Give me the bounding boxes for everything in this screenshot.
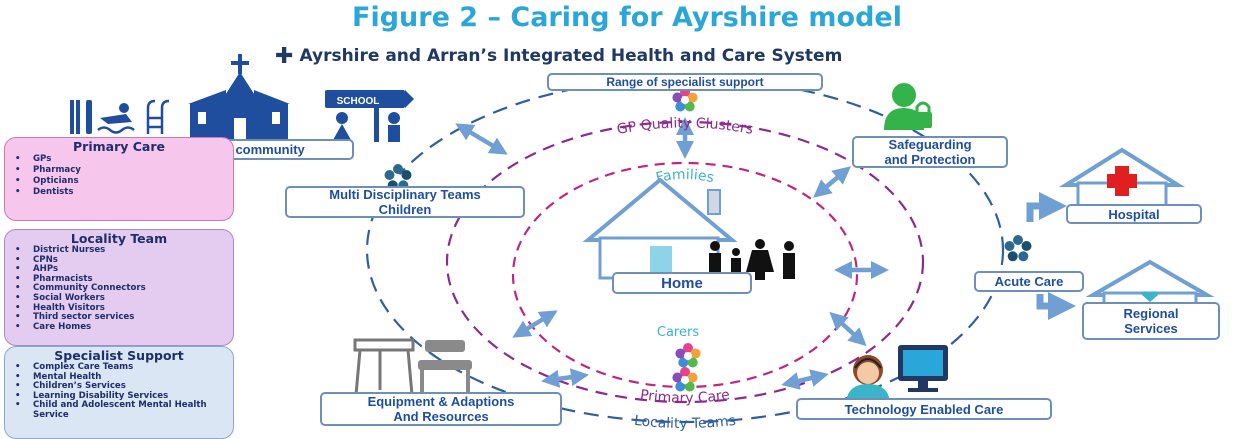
subtitle-text: Ayrshire and Arran’s Integrated Health a… (299, 46, 843, 66)
regional-line-1: Regional (1123, 306, 1179, 321)
figure-title: Figure 2 – Caring for Ayrshire model (352, 2, 902, 33)
list-item: AHPs (11, 265, 227, 275)
carers-label: Carers (657, 325, 699, 340)
walking-frame-icon (353, 338, 415, 396)
hospital-label: Hospital (1108, 206, 1160, 222)
call-centre-person-icon (846, 355, 890, 402)
school-children-icon: SCHOOL (325, 90, 414, 142)
list-item: Third sector services (11, 313, 227, 323)
list-item: Health Visitors (11, 303, 227, 314)
hospital-arrow (1026, 192, 1067, 222)
list-item: Pharmacists (11, 274, 227, 285)
cross-icon: ✚ (275, 44, 294, 69)
cutlery-icon (70, 100, 92, 134)
specialist-support-label: Range of specialist support (606, 74, 764, 89)
acute-flower-icon (1004, 235, 1032, 262)
locality-flower-icon (672, 367, 698, 392)
acute-care-label: Acute Care (994, 274, 1064, 289)
commode-chair-icon (418, 340, 472, 395)
safeguarding-line-1: Safeguarding (888, 137, 972, 152)
list-item: Mental Health (11, 372, 227, 383)
list-item: Community Connectors (11, 284, 227, 294)
primary-care-ring-label: Primary Care (639, 387, 731, 406)
primary-care-panel: Primary Care GPs Pharmacy Opticians Dent… (4, 137, 234, 221)
hospital-box: Hospital (1066, 204, 1202, 224)
regional-arrow (1036, 292, 1076, 320)
list-item: Pharmacy (11, 165, 227, 176)
acute-care-box: Acute Care (974, 271, 1084, 292)
list-item: Learning Disability Services (11, 391, 227, 402)
specialist-support-title: Specialist Support (54, 348, 184, 363)
technology-label: Technology Enabled Care (844, 401, 1004, 417)
regional-line-2: Services (1124, 321, 1178, 336)
home-label: Home (661, 274, 703, 292)
technology-box: Technology Enabled Care (796, 398, 1052, 420)
locality-team-title: Locality Team (70, 231, 168, 246)
house-icon (582, 177, 738, 280)
primary-care-flower-icon (675, 343, 701, 368)
list-item: Child and Adolescent Mental Health Servi… (11, 401, 227, 420)
connection-arrows (455, 117, 889, 390)
specialist-support-list: Complex Care Teams Mental Health Childre… (11, 362, 227, 421)
specialist-support-panel: Specialist Support Complex Care Teams Me… (4, 346, 234, 439)
list-item: Opticians (11, 176, 227, 187)
primary-care-list: GPs Pharmacy Opticians Dentists (11, 154, 227, 198)
families-label: Families (654, 167, 715, 187)
church-icon (188, 54, 290, 140)
list-item: Care Homes (11, 322, 227, 333)
locality-teams-ring-label: Locality Teams (633, 413, 736, 432)
specialist-support-box: Range of specialist support (547, 73, 823, 91)
mdt-line-2: Children (378, 202, 432, 217)
list-item: Complex Care Teams (11, 362, 227, 373)
computer-icon (898, 345, 948, 392)
svg-text:SCHOOL: SCHOOL (337, 96, 380, 107)
locality-team-list: District Nurses CPNs AHPs Pharmacists Co… (11, 245, 227, 333)
mdt-line-1: Multi Disciplinary Teams (329, 187, 481, 202)
list-item: GPs (11, 154, 227, 165)
swimmer-icon (97, 103, 135, 134)
list-item: Dentists (11, 187, 227, 198)
home-box: Home (612, 272, 752, 294)
system-subtitle: ✚Ayrshire and Arran’s Integrated Health … (275, 44, 1035, 69)
equipment-line-1: Equipment & Adaptions (367, 394, 515, 409)
gp-clusters-label: GP Quality Clusters (616, 115, 755, 137)
list-item: District Nurses (11, 245, 227, 256)
primary-care-title: Primary Care (73, 139, 165, 154)
pool-ladder-icon (146, 99, 170, 134)
list-item: Children’s Services (11, 382, 227, 392)
safeguarding-line-2: and Protection (884, 152, 976, 167)
locality-team-panel: Locality Team District Nurses CPNs AHPs … (4, 229, 234, 346)
equipment-line-2: And Resources (393, 409, 489, 424)
list-item: Social Workers (11, 293, 227, 304)
list-item: CPNs (11, 255, 227, 266)
security-person-icon (884, 83, 932, 130)
